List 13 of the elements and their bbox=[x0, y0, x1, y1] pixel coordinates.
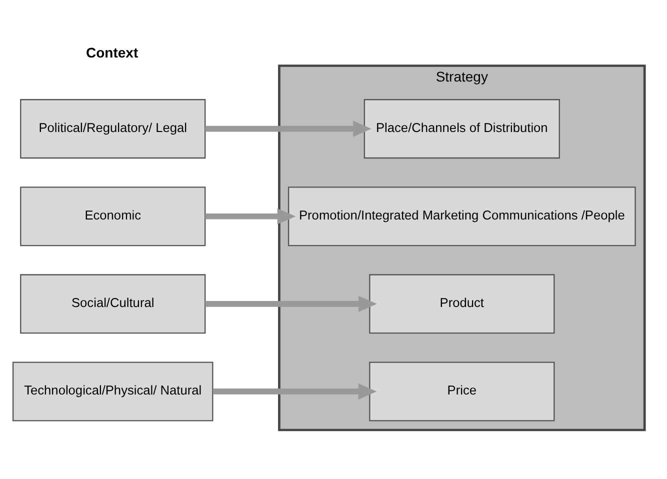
node-box: Price bbox=[369, 361, 555, 421]
arrow bbox=[205, 295, 377, 312]
arrow bbox=[212, 382, 377, 399]
node-box: Economic bbox=[20, 186, 206, 246]
node-box: Place/Channels of Distribution bbox=[364, 98, 560, 158]
node-box: Political/Regulatory/ Legal bbox=[20, 98, 206, 158]
node-box: Technological/Physical/ Natural bbox=[12, 361, 214, 421]
node-box: Social/Cultural bbox=[20, 274, 206, 334]
arrow bbox=[205, 208, 296, 224]
node-box: Product bbox=[369, 274, 555, 334]
node-box: Promotion/Integrated Marketing Communications /People bbox=[288, 186, 636, 246]
arrow bbox=[205, 120, 372, 136]
label: Context bbox=[86, 44, 138, 60]
